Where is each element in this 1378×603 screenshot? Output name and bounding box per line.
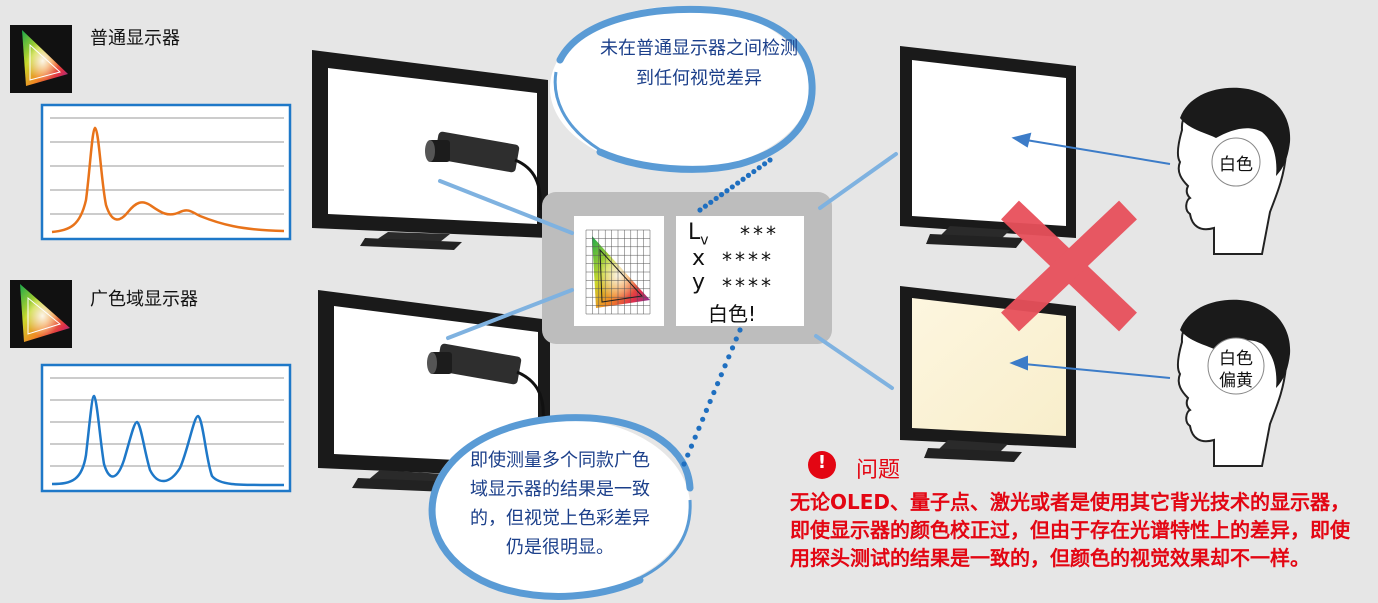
normal-gamut-icon bbox=[10, 25, 72, 93]
top-bubble-text: 未在普通显示器之间检测到任何视觉差异 bbox=[600, 38, 798, 89]
speech-bubble-bottom bbox=[428, 414, 694, 600]
normal-camera bbox=[425, 131, 542, 211]
x-value: **** bbox=[722, 248, 774, 272]
view-arrows bbox=[1009, 132, 1171, 379]
wide-spectrum-chart bbox=[40, 363, 292, 493]
measurement-panel bbox=[542, 192, 832, 344]
normal-monitor bbox=[312, 50, 548, 250]
viewer-head-top bbox=[1176, 87, 1291, 255]
connector-lines bbox=[438, 152, 898, 390]
right-monitor-top bbox=[900, 46, 1076, 248]
measurement-result: 白色! bbox=[708, 302, 757, 326]
bottom-perception-line-2: 偏黄 bbox=[1219, 371, 1253, 391]
right-monitor-bottom bbox=[900, 286, 1076, 462]
mismatch-cross bbox=[1001, 200, 1137, 332]
viewer-head-bottom bbox=[1176, 299, 1291, 467]
top-perception-label: 白色 bbox=[1219, 155, 1253, 175]
problem-title: 问题 bbox=[856, 458, 901, 483]
lv-label: Lv bbox=[688, 220, 709, 249]
bottom-perception-line-1: 白色 bbox=[1219, 349, 1253, 369]
warning-icon-symbol: ! bbox=[817, 452, 827, 473]
speech-bubble-top bbox=[550, 5, 816, 173]
bottom-bubble-text: 即使测量多个同款广色域显示器的结果是一致的，但视觉上色彩差异仍是很明显。 bbox=[470, 450, 650, 558]
y-label: y bbox=[692, 270, 706, 295]
wide-gamut-icon bbox=[10, 280, 72, 348]
dotted-pointer-top bbox=[697, 157, 773, 213]
problem-description: 无论OLED、量子点、激光或者是使用其它背光技术的显示器，即使显示器的颜色校正过… bbox=[790, 490, 1351, 570]
normal-display-label: 普通显示器 bbox=[90, 28, 180, 49]
y-value: **** bbox=[722, 274, 774, 298]
wide-display-label: 广色域显示器 bbox=[90, 289, 198, 310]
chromaticity-diagram bbox=[585, 229, 651, 315]
wide-camera bbox=[427, 343, 545, 421]
warning-icon bbox=[808, 451, 836, 479]
normal-spectrum-chart bbox=[40, 103, 292, 241]
lv-value: *** bbox=[740, 222, 779, 246]
dotted-pointer-bottom bbox=[681, 327, 743, 467]
x-label: x bbox=[692, 246, 706, 271]
